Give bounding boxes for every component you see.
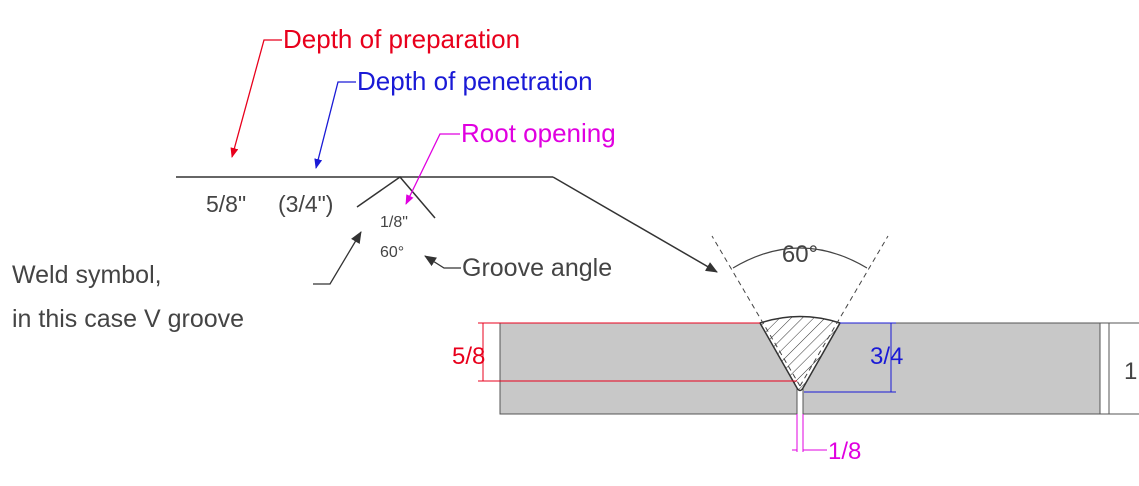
groove-line-right	[799, 235, 889, 387]
depth-of-penetration-callout: Depth of penetration	[314, 66, 593, 169]
section-angle-label: 60°	[782, 241, 818, 268]
symbol-arrow-line	[552, 176, 718, 273]
preparation-symbol-value: 5/8"	[206, 191, 246, 217]
left-plate	[499, 322, 798, 415]
weld-symbol-callout: Weld symbol, in this case V groove	[12, 231, 362, 333]
depth-of-penetration-label: Depth of penetration	[357, 66, 593, 96]
angle-arc	[732, 247, 868, 269]
right-plate	[802, 322, 1101, 415]
section-preparation-dim: 5/8	[452, 343, 485, 370]
groove-angle-callout: Groove angle	[424, 254, 612, 282]
angle-symbol-value: 60°	[380, 244, 404, 261]
weld-symbol-label-line1: Weld symbol,	[12, 261, 162, 289]
v-groove-symbol	[356, 175, 436, 219]
penetration-symbol-value: (3/4")	[278, 191, 333, 217]
groove-line-left	[711, 235, 801, 387]
joint-section: 60° 5/8 3/4 1/8 1	[452, 235, 1139, 465]
root-opening-label: Root opening	[461, 118, 616, 148]
depth-of-preparation-callout: Depth of preparation	[230, 24, 520, 158]
section-thickness-dim: 1	[1124, 358, 1137, 385]
root-symbol-value: 1/8"	[380, 214, 408, 231]
section-root-dim: 1/8	[828, 438, 861, 465]
weld-symbol-label-line2: in this case V groove	[12, 305, 244, 333]
section-penetration-dim: 3/4	[870, 343, 903, 370]
root-opening-callout: Root opening	[405, 118, 616, 205]
weld-symbol: 5/8" (3/4") 1/8" 60°	[176, 175, 718, 273]
depth-of-preparation-label: Depth of preparation	[283, 24, 520, 54]
groove-angle-label: Groove angle	[462, 254, 612, 282]
